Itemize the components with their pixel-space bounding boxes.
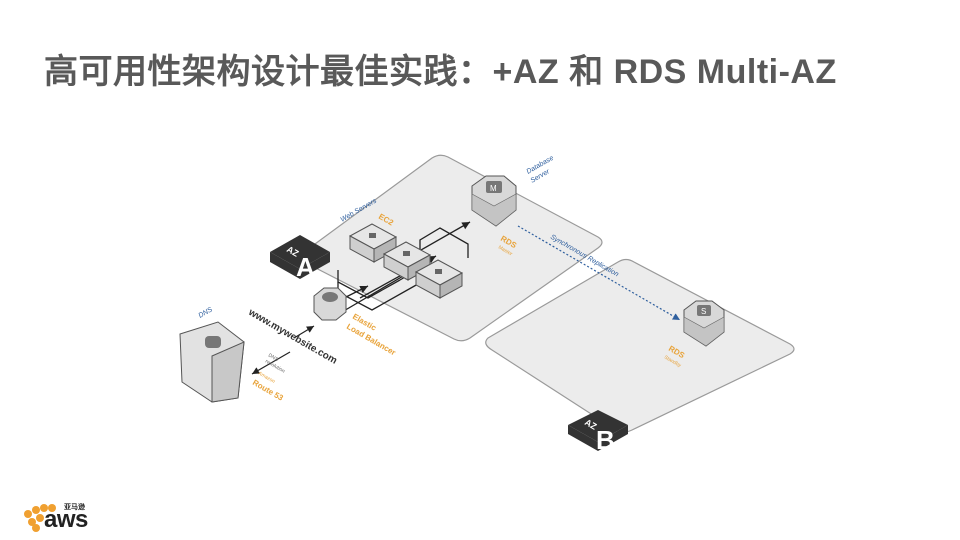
aws-logo-text: aws — [44, 506, 88, 533]
request-arrow — [293, 325, 315, 339]
ec2-instance-1 — [348, 223, 398, 263]
dns-label: DNS — [198, 306, 215, 320]
aws-logo-icon — [24, 504, 56, 532]
rds-master-icon: M — [471, 175, 517, 227]
rds-standby-icon: S — [683, 300, 725, 347]
zone-az-b: AZ B — [485, 258, 795, 455]
az-b-badge — [568, 410, 628, 442]
ec2-instance-3 — [414, 259, 464, 299]
routing-lines — [337, 221, 471, 313]
route53-icon — [179, 321, 245, 403]
elb-icon — [313, 287, 347, 321]
sync-replication-arrow — [517, 225, 681, 321]
ec2-instance-2 — [382, 241, 432, 281]
az-b-big-label: B — [596, 425, 615, 455]
svg-text:M: M — [490, 184, 497, 193]
dns-resolution-label-1: DNS — [267, 353, 280, 364]
az-a-big-label: A — [296, 252, 315, 282]
svg-text:S: S — [701, 307, 706, 316]
aws-logo-cn: 亚马逊 — [64, 504, 85, 511]
dns-resolution-arrow — [251, 351, 291, 375]
slide-title: 高可用性架构设计最佳实践：+AZ 和 RDS Multi-AZ — [44, 53, 837, 91]
